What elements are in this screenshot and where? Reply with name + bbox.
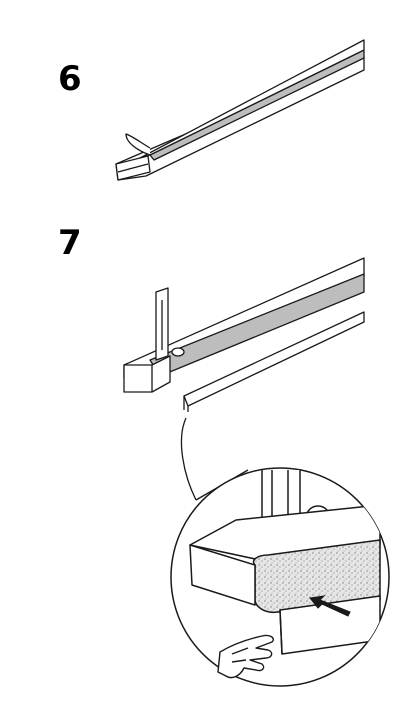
peeled-liner <box>125 133 151 156</box>
hand-icon <box>217 634 274 679</box>
tape-band <box>149 49 365 161</box>
trim-strip <box>183 311 365 407</box>
zoom-detail-circle <box>170 467 390 687</box>
step-6-number: 6 <box>58 59 82 99</box>
step-7-number: 7 <box>58 223 82 263</box>
rail-tape <box>149 273 365 377</box>
zoom-block-front <box>189 544 256 606</box>
step-7-rail-assembly <box>123 257 365 412</box>
screw <box>171 347 185 357</box>
step-6-adhesive-strip <box>115 39 365 181</box>
push-arrow-icon <box>309 595 351 617</box>
